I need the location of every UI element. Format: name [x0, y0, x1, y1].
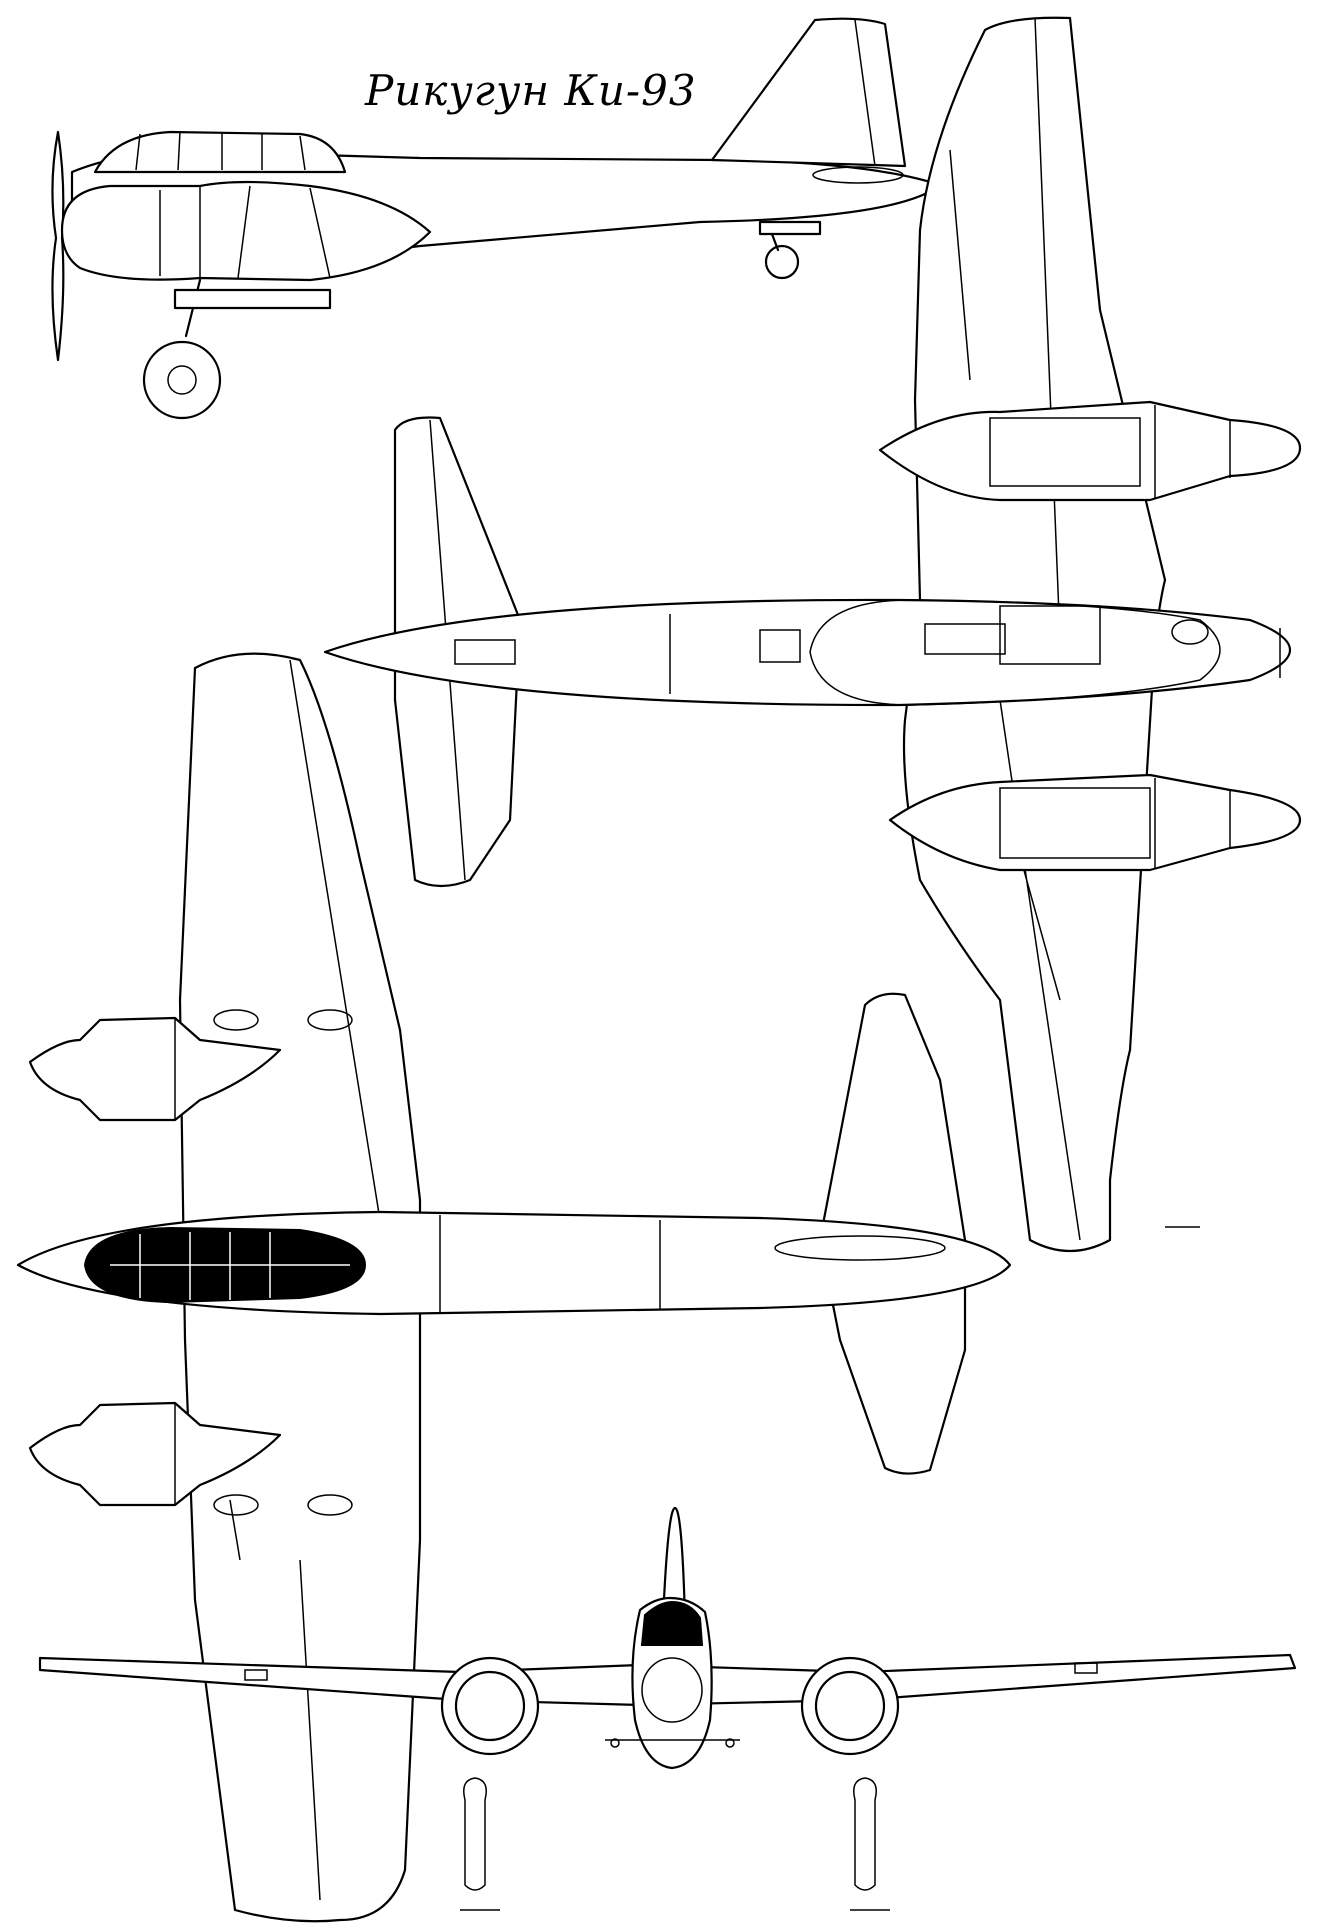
- drawing-title: Рикугун Ки-93: [365, 66, 697, 115]
- plan-view-top: [323, 16, 1302, 1253]
- side-canopy: [93, 130, 347, 174]
- top-view-fuselage: [323, 598, 1292, 707]
- side-main-wheel: [142, 340, 222, 420]
- plan-view-bottom: [16, 652, 1012, 1923]
- side-tail-wheel: [764, 244, 800, 280]
- front-view-fin: [661, 1506, 687, 1622]
- side-fin: [710, 17, 907, 168]
- front-view: [38, 1506, 1297, 1770]
- top-view-nacelle-upper: [878, 400, 1302, 502]
- front-view-canopy: [640, 1600, 704, 1646]
- bottom-view-nacelle-upper: [28, 1016, 282, 1122]
- top-view-nacelle-lower: [888, 773, 1302, 872]
- side-propeller: [51, 130, 65, 362]
- side-engine-nacelle: [60, 180, 432, 282]
- side-view: [51, 17, 942, 420]
- bottom-view-nacelle-lower: [28, 1401, 282, 1507]
